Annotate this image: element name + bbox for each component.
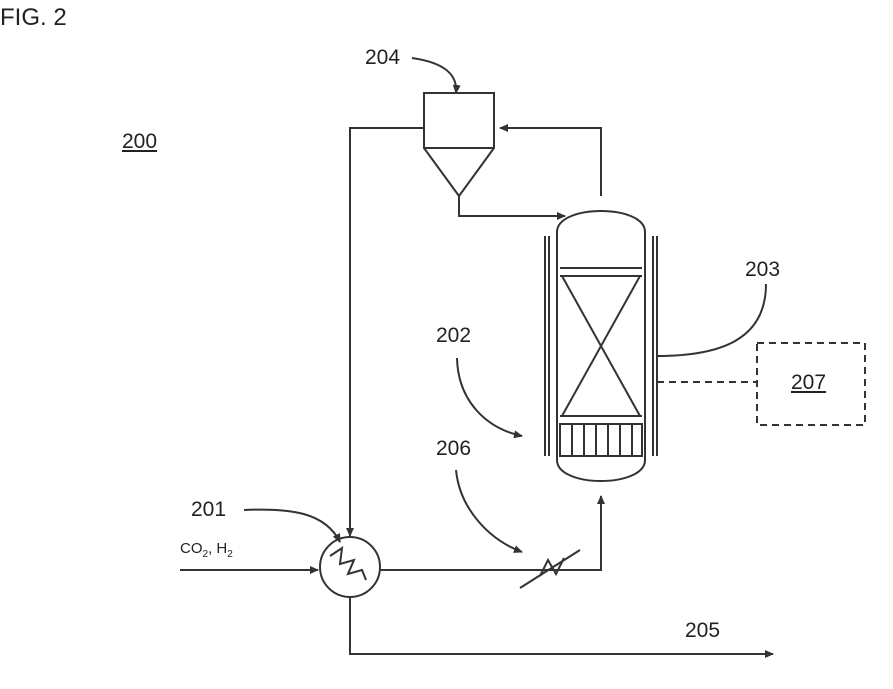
leader-203 xyxy=(657,284,766,356)
reactor-vessel xyxy=(557,211,645,481)
separator-vessel xyxy=(424,93,494,196)
heat-exchanger xyxy=(320,537,380,597)
recycle-line xyxy=(350,128,424,536)
label-203: 203 xyxy=(745,258,780,282)
label-202: 202 xyxy=(436,324,471,348)
separator-bottoms-line xyxy=(459,196,565,216)
leader-206 xyxy=(456,470,522,552)
label-204: 204 xyxy=(365,46,400,70)
leader-202 xyxy=(457,358,522,436)
label-205: 205 xyxy=(685,619,720,643)
label-201: 201 xyxy=(191,498,226,522)
leader-201 xyxy=(244,510,340,542)
feed-label: CO2, H2 xyxy=(180,540,233,560)
label-206: 206 xyxy=(436,437,471,461)
reactor-overhead-line xyxy=(500,128,601,196)
leader-204 xyxy=(412,58,456,93)
label-207: 207 xyxy=(791,371,826,395)
